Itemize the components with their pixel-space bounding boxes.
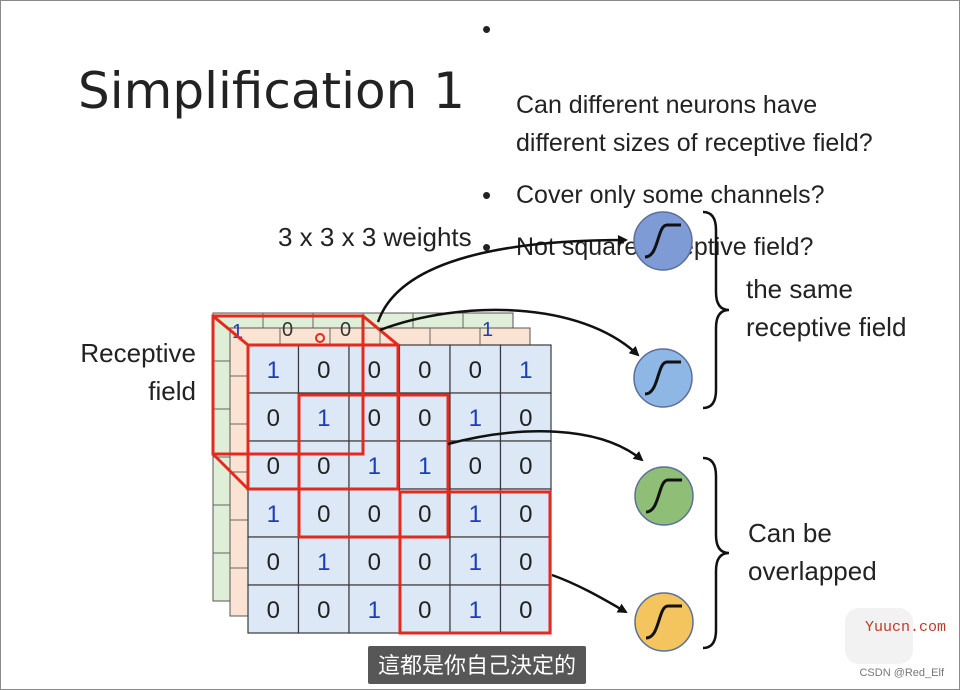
grid-cell-value: 0 bbox=[267, 405, 280, 432]
grid-cell-value: 0 bbox=[317, 597, 330, 624]
grid-cell bbox=[297, 584, 350, 634]
grid-cell-value: 1 bbox=[368, 597, 381, 624]
grid-cell-value: 1 bbox=[368, 453, 381, 480]
grid-cell bbox=[449, 344, 502, 394]
neuron-group bbox=[633, 211, 694, 652]
arrow bbox=[379, 308, 640, 357]
grid-cell bbox=[247, 536, 300, 586]
watermark-logo bbox=[845, 608, 913, 664]
grid-cell-value: 1 bbox=[469, 405, 482, 432]
back-digit: 1 bbox=[482, 319, 493, 341]
grid-cell bbox=[297, 536, 350, 586]
sigmoid-icon bbox=[644, 360, 681, 396]
brace-icon bbox=[702, 456, 730, 650]
cursor-dot-icon bbox=[315, 333, 325, 343]
grid-cell-value: 1 bbox=[267, 357, 280, 384]
grid-cell bbox=[247, 584, 300, 634]
grid-cell-value: 1 bbox=[469, 597, 482, 624]
grid-cell bbox=[297, 344, 350, 394]
neuron-icon bbox=[634, 592, 694, 652]
watermark-text: Yuucn.com bbox=[864, 619, 946, 636]
video-subtitle: 這都是你自己決定的 bbox=[368, 646, 587, 684]
grid-cell-value: 0 bbox=[317, 453, 330, 480]
grid-cell-value: 1 bbox=[317, 405, 330, 432]
grid-cell bbox=[398, 392, 451, 442]
grid-cell-value: 0 bbox=[418, 501, 431, 528]
grid-cell-value: 0 bbox=[469, 453, 482, 480]
grid-cell-value: 1 bbox=[469, 549, 482, 576]
grid-cell-value: 1 bbox=[469, 501, 482, 528]
grid-cell-value: 0 bbox=[469, 357, 482, 384]
grid-cell bbox=[499, 344, 552, 394]
grid-cell-value: 1 bbox=[317, 549, 330, 576]
back-digit: 0 bbox=[340, 319, 351, 341]
sigmoid-icon bbox=[645, 604, 682, 640]
bullet-dot-icon: • bbox=[482, 232, 492, 262]
csdn-credit: CSDN @Red_Elf bbox=[859, 667, 944, 679]
grid-cell bbox=[398, 536, 451, 586]
grid-cell-value: 0 bbox=[519, 549, 532, 576]
grid-cell-value: 0 bbox=[418, 549, 431, 576]
bullet-item: • Can different neurons have different s… bbox=[478, 10, 948, 162]
grid-cell-value: 0 bbox=[519, 453, 532, 480]
arrow bbox=[551, 573, 628, 614]
bullet-item: • Cover only some channels? bbox=[478, 176, 948, 214]
receptive-field-label: Receptive field bbox=[80, 338, 196, 406]
bullet-text: Cover only some channels? bbox=[516, 181, 825, 209]
arrow bbox=[376, 235, 628, 323]
overlap-label: Can be overlapped bbox=[748, 518, 877, 586]
grid-cell bbox=[499, 536, 552, 586]
brace-icon bbox=[702, 210, 730, 410]
input-grid: 1 0 0 0 0 1 0 1 0 0 1 0 0 0 1 1 0 0 1 0 0 0 1 0 0 1 0 0 1 0 0 0 1 0 1 0 bbox=[247, 344, 552, 634]
receptive-field-box bbox=[297, 393, 450, 539]
grid-cell bbox=[348, 344, 401, 394]
grid-cell-value: 0 bbox=[418, 405, 431, 432]
grid-cell bbox=[398, 584, 451, 634]
receptive-field-box bbox=[246, 343, 400, 491]
grid-cell bbox=[499, 440, 552, 490]
grid-cell bbox=[449, 488, 502, 538]
bullet-text: Can different neurons have different siz… bbox=[516, 91, 873, 157]
back-digit: 1 bbox=[232, 321, 243, 343]
grid-cell bbox=[348, 584, 401, 634]
grid-cell-value: 1 bbox=[519, 357, 532, 384]
receptive-field-box bbox=[398, 490, 552, 635]
grid-cell-value: 0 bbox=[267, 453, 280, 480]
back-digit: 0 bbox=[282, 319, 293, 341]
grid-cell-value: 0 bbox=[317, 501, 330, 528]
grid-cell-value: 1 bbox=[267, 501, 280, 528]
grid-cell-value: 0 bbox=[368, 357, 381, 384]
grid-cell-value: 0 bbox=[519, 501, 532, 528]
sigmoid-icon bbox=[644, 223, 681, 259]
arrow bbox=[447, 430, 644, 462]
grid-cell-value: 0 bbox=[368, 501, 381, 528]
neuron-icon bbox=[633, 211, 693, 271]
grid-cell-value: 0 bbox=[519, 405, 532, 432]
grid-cell bbox=[449, 392, 502, 442]
receptive-field-box-3d bbox=[211, 314, 399, 491]
grid-cell-value: 0 bbox=[519, 597, 532, 624]
grid-cell-value: 0 bbox=[267, 597, 280, 624]
grid-cell-value: 0 bbox=[267, 549, 280, 576]
sigmoid-icon bbox=[645, 478, 682, 514]
bullet-list: • Can different neurons have different s… bbox=[478, 10, 948, 280]
bullet-dot-icon: • bbox=[482, 180, 492, 210]
grid-cell-value: 0 bbox=[317, 357, 330, 384]
weights-label: 3 x 3 x 3 weights bbox=[278, 222, 472, 252]
neuron-icon bbox=[633, 348, 693, 408]
slide-title: Simplification 1 bbox=[78, 62, 465, 120]
grid-cell-value: 1 bbox=[418, 453, 431, 480]
grid-cell-value: 0 bbox=[368, 549, 381, 576]
grid-cell bbox=[348, 488, 401, 538]
bullet-dot-icon: • bbox=[482, 14, 492, 44]
grid-cell-value: 0 bbox=[418, 597, 431, 624]
neuron-icon bbox=[634, 466, 694, 526]
grid-cell-value: 0 bbox=[418, 357, 431, 384]
grid-cell-value: 0 bbox=[368, 405, 381, 432]
grid-cell bbox=[449, 584, 502, 634]
same-receptive-field-label: the same receptive field bbox=[746, 274, 907, 342]
